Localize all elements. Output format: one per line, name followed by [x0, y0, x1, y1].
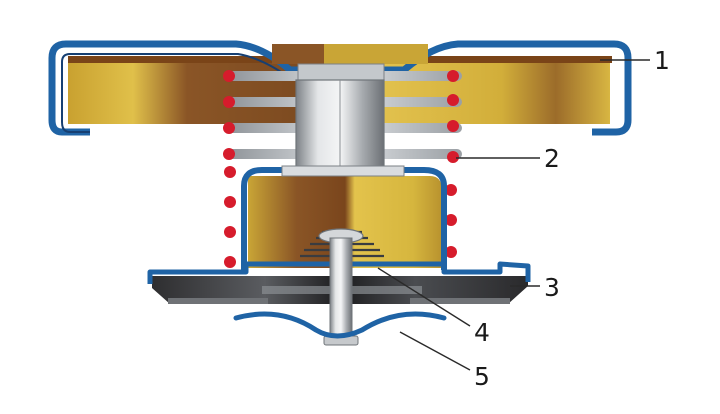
callout-1: 1 — [654, 46, 670, 75]
callout-3: 3 — [544, 273, 560, 302]
vacuum-valve-stem — [318, 228, 364, 346]
valve-stem-shaft — [329, 237, 353, 343]
leader-4 — [377, 267, 471, 327]
stem-head — [297, 63, 385, 81]
callout-5: 5 — [474, 362, 490, 391]
centre-stem — [295, 63, 385, 173]
spring-wire-ends — [223, 70, 459, 268]
callout-leaders — [377, 59, 650, 371]
callout-2: 2 — [544, 144, 560, 173]
callout-labels: 1 2 3 4 5 — [474, 46, 670, 391]
bottom-spring-washer — [233, 311, 447, 339]
cap-shell-inner-line — [61, 53, 291, 133]
housing-body — [248, 176, 442, 268]
top-centre-plug-shade — [272, 44, 324, 64]
seal-plate-outline — [147, 261, 531, 284]
seal-plate-gasket-right — [410, 298, 510, 304]
leader-5 — [399, 331, 471, 371]
seal-plate-gasket-left — [168, 298, 268, 304]
housing-top-plate — [281, 165, 405, 177]
callout-4: 4 — [474, 318, 490, 347]
